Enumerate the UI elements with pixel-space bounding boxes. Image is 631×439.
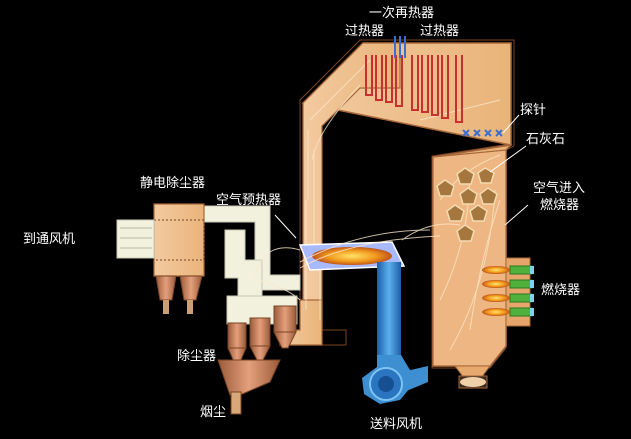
label-probe: 探针 — [520, 103, 547, 118]
cyclone-dust-collector — [217, 295, 298, 415]
label-electrostatic-precipitator: 静电除尘器 — [140, 176, 206, 191]
label-superheater-left: 过热器 — [345, 24, 385, 39]
label-air-inlet-line2: 燃烧器 — [540, 198, 580, 213]
burner-assembly — [482, 257, 534, 327]
label-to-id-fan: 到通风机 — [23, 232, 76, 247]
label-burner: 燃烧器 — [541, 283, 581, 298]
label-air-preheater: 空气预热器 — [216, 193, 282, 208]
limestone-particles — [436, 167, 498, 242]
probe-leader — [502, 114, 520, 134]
label-reheater: 一次再热器 — [369, 6, 435, 21]
air-preheater — [274, 214, 406, 271]
feed-fan — [362, 262, 428, 404]
label-limestone: 石灰石 — [526, 132, 566, 147]
label-air-inlet-line1: 空气进入 — [533, 181, 586, 196]
superheater-tubes — [365, 55, 463, 123]
label-feed-fan: 送料风机 — [370, 417, 423, 432]
limestone-leader — [489, 145, 527, 173]
air-preheater-ducting — [199, 205, 301, 301]
electrostatic-precipitator — [153, 203, 205, 314]
outlet-duct — [116, 219, 155, 259]
label-soot: 烟尘 — [200, 405, 227, 420]
probe-marks — [462, 129, 503, 137]
label-dust-collector: 除尘器 — [177, 349, 217, 364]
reheater-pipes — [394, 36, 406, 58]
label-superheater-right: 过热器 — [420, 24, 460, 39]
air-inlet-leader — [504, 204, 529, 226]
air-flow-lines — [254, 223, 461, 301]
